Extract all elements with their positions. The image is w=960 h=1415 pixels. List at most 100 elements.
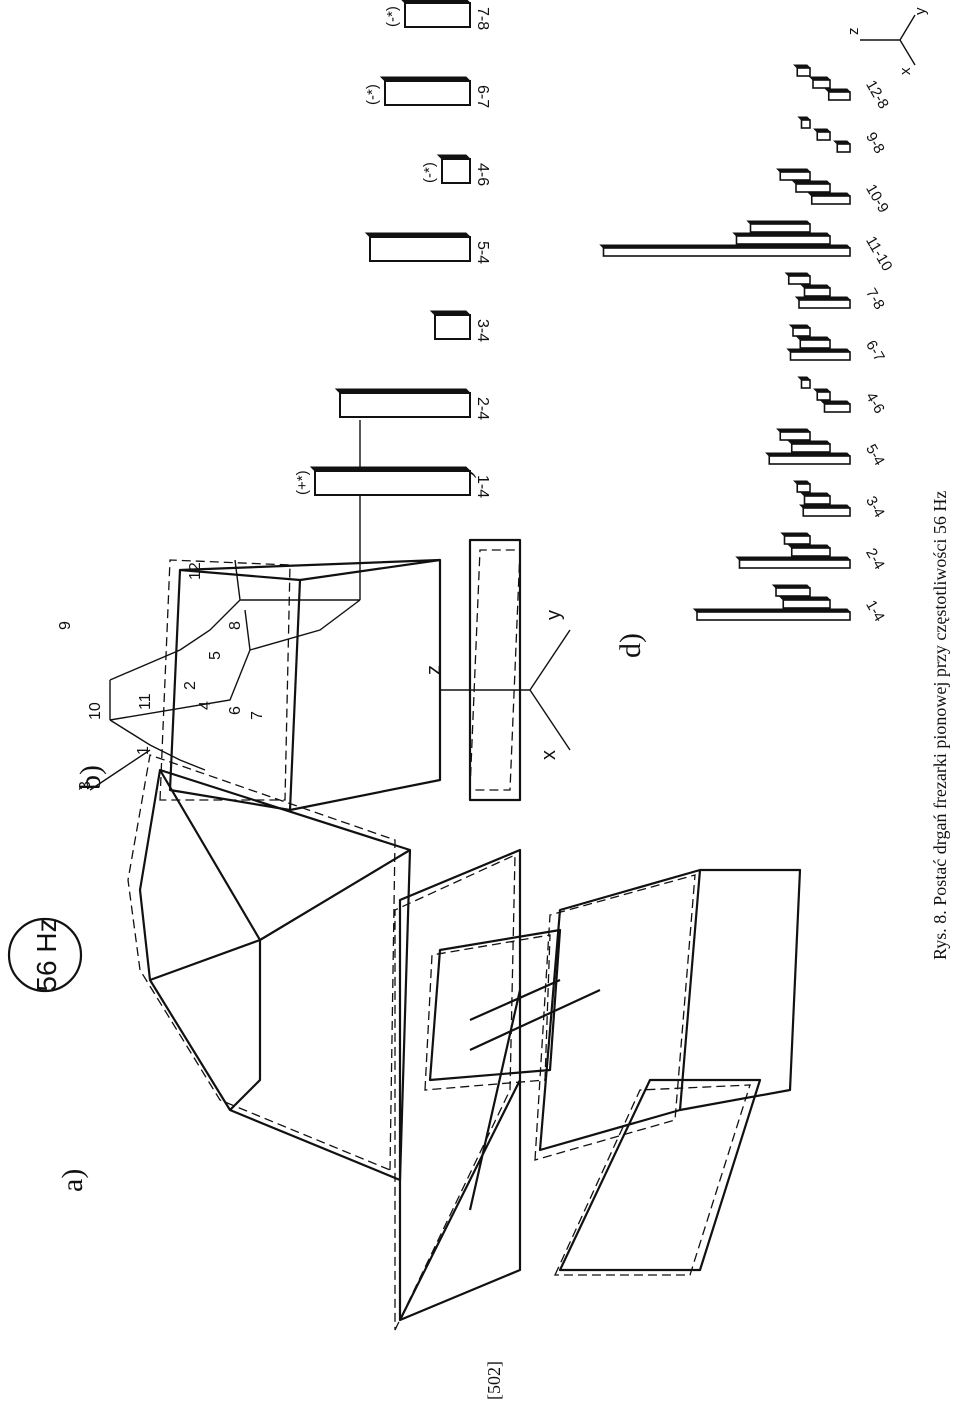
chart-d-bar-side-2-2 [793, 480, 811, 485]
chart-c-bar-shadow-6 [399, 0, 471, 4]
chart-c-bar-5 [384, 80, 471, 106]
chart-d-bar-6-2 [787, 275, 811, 285]
panel-b-schematic: b) 1 2 3 4 5 6 7 8 9 10 11 12 [57, 420, 361, 791]
chart-c-category-0: 1-4 [474, 475, 491, 498]
chart-d-bar-side-8-1 [791, 180, 831, 185]
chart-c-category-2: 3-4 [474, 319, 491, 342]
chart-d-bar-4-2 [800, 379, 811, 389]
page-number: [502] [484, 1361, 504, 1400]
node-7: 7 [249, 711, 266, 720]
chart-d-bar-4-1 [816, 391, 831, 401]
chart-d-category-5: 6-7 [862, 337, 888, 364]
machine-column-solid [138, 768, 412, 1182]
schematic-node-labels: 1 2 3 4 5 6 7 8 9 10 11 12 [57, 562, 266, 790]
axis-y-label: y [543, 610, 565, 620]
axis-triad: z x y [423, 610, 571, 760]
chart-d-bar-6-0 [798, 299, 851, 309]
axis-x-label: x [538, 750, 560, 760]
chart-d-bar-side-5-1 [796, 336, 831, 341]
chart-d-bar-side-7-1 [732, 232, 831, 237]
chart-d-category-9: 9-8 [862, 129, 888, 156]
node-3: 3 [77, 781, 94, 790]
schematic-links [89, 420, 361, 791]
node-8: 8 [227, 621, 244, 630]
chart-c-bar-shadow-4 [436, 154, 471, 160]
chart-d-bar-3-2 [779, 431, 811, 441]
chart-d-bar-side-0-0 [692, 608, 851, 613]
machine-head-solid [168, 558, 442, 812]
chart-d-bar-6-1 [803, 287, 831, 297]
chart-d-bar-side-9-1 [813, 128, 831, 133]
chart-d-bar-side-4-0 [820, 400, 851, 405]
chart-c-bar-4 [441, 158, 471, 184]
chart-c-sign-4: (-*) [421, 162, 438, 183]
chart-d-bar-side-8-0 [807, 192, 851, 197]
small-axis-y: y [912, 7, 929, 15]
chart-d-bar-side-1-2 [780, 532, 811, 537]
chart-c-category-3: 5-4 [474, 241, 491, 264]
chart-c-category-6: 7-8 [474, 7, 491, 30]
chart-d-bar-side-5-0 [786, 348, 851, 353]
chart-d-bar-side-2-0 [799, 504, 851, 509]
chart-d-bar-10-0 [827, 91, 851, 101]
chart-d-bar-10-2 [796, 67, 811, 77]
chart-d-bar-2-2 [796, 483, 811, 493]
chart-d-bar-3-0 [768, 455, 851, 465]
chart-d-bar-8-1 [795, 183, 831, 193]
machine-deformed-outline [127, 549, 751, 1331]
chart-d-bar-side-6-0 [794, 296, 851, 301]
chart-d-bar-10-1 [812, 79, 831, 89]
chart-d-bar-9-2 [800, 119, 811, 129]
panel-c-chart: c) 1-4(+*)2-43-45-44-6(-*)6-7(-*)7-8(-*)… [294, 0, 491, 498]
panel-label-d: d) [614, 633, 647, 658]
chart-d-bar-side-2-1 [800, 492, 831, 497]
chart-d-bar-2-0 [802, 507, 851, 517]
chart-d-bar-side-0-1 [779, 596, 831, 601]
small-axis-x: x [897, 67, 914, 75]
chart-d-bar-side-3-1 [787, 440, 831, 445]
node-5: 5 [207, 651, 224, 660]
chart-c-bar-2 [434, 314, 471, 340]
chart-c-sign-0: (+*) [294, 470, 311, 495]
chart-c-bar-shadow-1 [334, 388, 471, 394]
chart-d-bar-side-4-2 [797, 376, 811, 381]
chart-c-bars: 1-4(+*)2-43-45-44-6(-*)6-7(-*)7-8(-*)11-… [294, 0, 491, 498]
chart-c-bar-1 [339, 392, 471, 418]
chart-d-bar-side-9-0 [833, 140, 851, 145]
machine-knee-solid [428, 928, 601, 1082]
machine-base-solid [538, 868, 802, 1272]
node-1: 1 [135, 746, 152, 755]
chart-d-bar-9-1 [816, 131, 831, 141]
chart-d-bar-side-1-0 [735, 556, 851, 561]
chart-d-bar-0-1 [782, 599, 831, 609]
chart-d-category-8: 10-9 [862, 181, 892, 216]
chart-c-bar-shadow-2 [429, 310, 471, 316]
node-12: 12 [187, 562, 204, 580]
chart-d-bar-side-8-2 [776, 168, 811, 173]
chart-d-bar-side-3-0 [765, 452, 851, 457]
node-4: 4 [197, 701, 214, 710]
chart-c-bar-0 [314, 470, 471, 496]
chart-d-category-4: 4-6 [862, 389, 888, 416]
chart-d-bar-3-1 [790, 443, 831, 453]
chart-d-bar-8-0 [810, 195, 851, 205]
panel-d-chart: d) 1-42-43-45-44-66-77-811-1010-99-812-8… [599, 7, 929, 658]
chart-c-bar-shadow-5 [379, 76, 471, 82]
chart-c-category-5: 6-7 [474, 85, 491, 108]
chart-d-bar-side-10-0 [824, 88, 851, 93]
chart-d-bar-side-10-1 [808, 76, 831, 81]
axis-z-label: z [423, 665, 445, 675]
small-axis-triad: x y z [845, 7, 929, 75]
chart-c-sign-6: (-*) [384, 6, 401, 27]
node-6: 6 [227, 706, 244, 715]
panel-label-a: a) [56, 1169, 89, 1192]
chart-d-bar-side-6-2 [784, 272, 811, 277]
chart-d-category-1: 2-4 [862, 545, 888, 572]
chart-d-bar-0-2 [775, 587, 811, 597]
chart-c-category-4: 4-6 [474, 163, 491, 186]
chart-d-bar-1-0 [738, 559, 851, 569]
machine-table-solid [398, 848, 522, 1322]
